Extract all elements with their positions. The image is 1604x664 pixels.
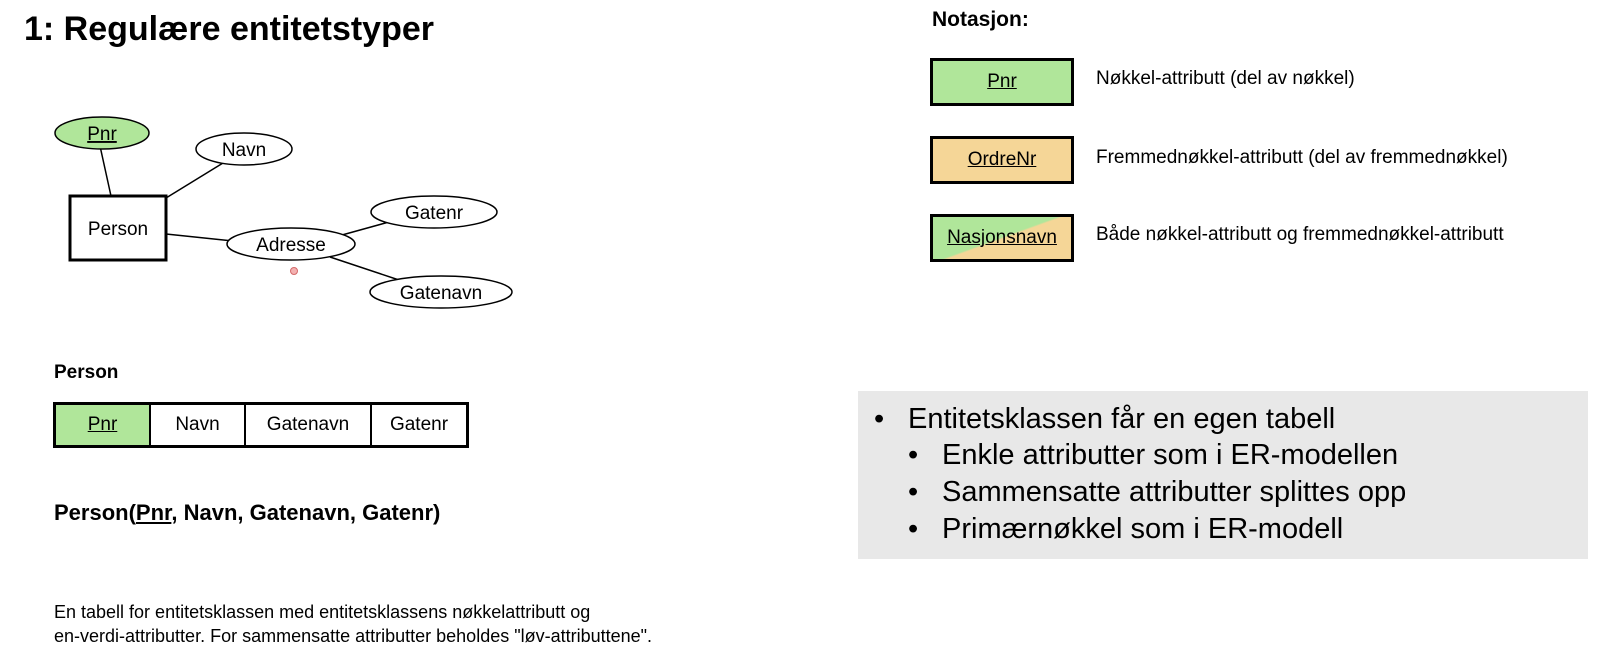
bullet-marker: • <box>908 476 919 508</box>
legend-foreign-key-text: Fremmednøkkel-attributt (del av fremmedn… <box>1096 147 1508 168</box>
summary-panel: • Entitetsklassen får en egen tabell • E… <box>858 391 1588 559</box>
table-caption: Person <box>54 362 119 383</box>
attribute-navn-label: Navn <box>222 140 266 161</box>
description-line-2: en-verdi-attributter. For sammensatte at… <box>54 626 653 646</box>
attribute-navn-ellipse <box>195 132 293 166</box>
attribute-gatenavn-label: Gatenavn <box>400 283 482 304</box>
bullet-sub-2-text: Sammensatte attributter splittes opp <box>942 476 1407 508</box>
table-column-pnr: Pnr <box>56 405 151 445</box>
legend-both-text: Både nøkkel-attributt og fremmednøkkel-a… <box>1096 224 1504 245</box>
er-diagram: Person Pnr Navn Adresse Gatenr Gatenavn <box>54 116 513 309</box>
attribute-adresse-label: Adresse <box>256 235 326 256</box>
legend-key-box: Pnr <box>930 58 1074 106</box>
attribute-gatenavn-ellipse <box>369 275 513 309</box>
bullet-sub-1-text: Enkle attributter som i ER-modellen <box>942 439 1399 471</box>
relation-schema: Person(Pnr, Navn, Gatenavn, Gatenr) <box>54 500 440 526</box>
schema-name: Person( <box>54 500 136 525</box>
entity-person-label: Person <box>88 219 148 240</box>
attribute-gatenr-label: Gatenr <box>405 203 464 224</box>
page-title: 1: Regulære entitetstyper <box>24 10 434 48</box>
table-column-gatenr: Gatenr <box>389 414 449 435</box>
schema-rest: , Navn, Gatenavn, Gatenr) <box>171 500 441 525</box>
connector-gatenr-adresse <box>341 221 390 236</box>
entity-person-box <box>68 194 168 262</box>
connector-navn-person <box>165 162 224 199</box>
legend-both-box: Nasjonsnavn <box>930 214 1074 262</box>
bullet-sub-1: • Enkle attributter som i ER-modellen <box>874 437 1588 474</box>
cursor-dot-icon <box>290 267 298 275</box>
bullet-marker: • <box>908 439 919 471</box>
connector-pnr-person <box>99 145 112 197</box>
connector-adresse-person <box>165 233 234 242</box>
attribute-pnr-label: Pnr <box>87 124 117 145</box>
attribute-gatenr-ellipse <box>370 195 498 229</box>
table-column-gatenavn: Gatenavn <box>246 405 372 445</box>
connector-gatenavn-adresse <box>329 256 400 281</box>
bullet-sub-3-text: Primærnøkkel som i ER-modell <box>942 513 1344 545</box>
description: En tabell for entitetsklassen med entite… <box>54 600 652 648</box>
bullet-sub-2: • Sammensatte attributter splittes opp <box>874 474 1588 511</box>
notation-title: Notasjon: <box>932 8 1029 31</box>
bullet-main: • Entitetsklassen får en egen tabell <box>874 401 1588 437</box>
schema-key: Pnr <box>135 500 172 525</box>
bullet-marker: • <box>874 403 885 435</box>
bullet-sub-3: • Primærnøkkel som i ER-modell <box>874 511 1588 548</box>
bullet-main-text: Entitetsklassen får en egen tabell <box>908 403 1336 435</box>
legend-foreign-key-box: OrdreNr <box>930 136 1074 184</box>
bullet-marker: • <box>908 513 919 545</box>
table-column-navn: Navn <box>151 405 246 445</box>
relation-table: Pnr Navn Gatenavn Gatenr <box>53 402 469 448</box>
description-line-1: En tabell for entitetsklassen med entite… <box>54 602 591 622</box>
attribute-adresse-ellipse <box>226 227 356 261</box>
er-connectors <box>99 145 400 281</box>
attribute-pnr-ellipse <box>54 116 150 150</box>
legend-key-text: Nøkkel-attributt (del av nøkkel) <box>1096 68 1355 89</box>
